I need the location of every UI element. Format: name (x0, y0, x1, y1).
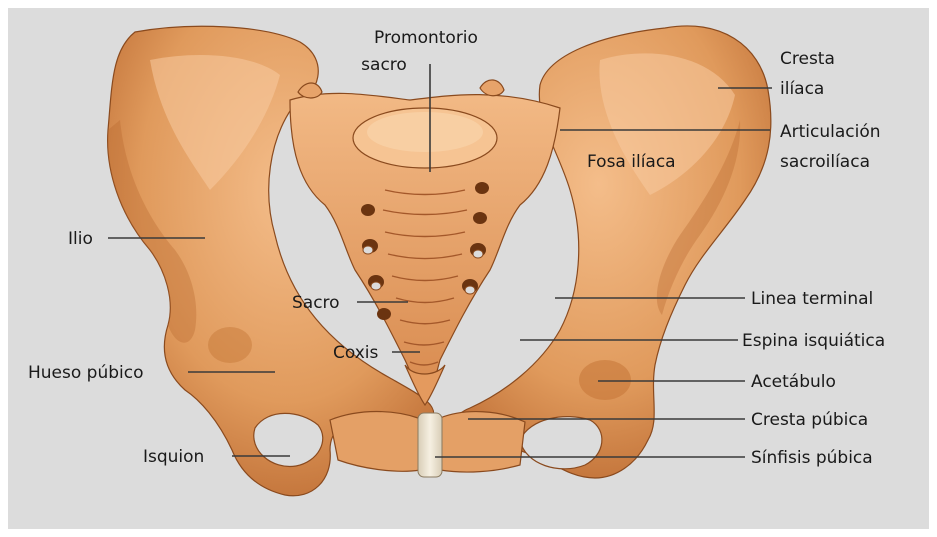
label-sacro: Sacro (292, 293, 340, 313)
label-cresta-pubica: Cresta púbica (751, 410, 868, 430)
label-promontorio-line2: sacro (361, 55, 407, 75)
label-linea-terminal: Linea terminal (751, 289, 873, 309)
label-isquion: Isquion (143, 447, 204, 467)
label-articulacion-line1: Articulación (780, 122, 881, 142)
left-pubic-body (330, 412, 420, 472)
label-cresta-iliaca-line1: Cresta (780, 49, 835, 69)
right-acetabulum-shadow (579, 360, 631, 400)
pubic-symphysis (330, 412, 525, 478)
right-superior-process (480, 80, 504, 96)
label-acetabulo: Acetábulo (751, 372, 836, 392)
label-ilio: Ilio (68, 229, 93, 249)
label-articulacion-line2: sacroilíaca (780, 152, 870, 172)
symphysis-cartilage (418, 413, 442, 477)
label-fosa-iliaca: Fosa ilíaca (587, 152, 676, 172)
left-acetabulum-shadow (208, 327, 252, 363)
sacral-promontory-highlight (367, 112, 483, 152)
label-espina-isquiatica: Espina isquiática (742, 331, 885, 351)
label-coxis: Coxis (333, 343, 379, 363)
label-sinfisis-pubica: Sínfisis púbica (751, 448, 873, 468)
label-promontorio-line1: Promontorio (374, 28, 478, 48)
label-hueso-pubico: Hueso púbico (28, 363, 144, 383)
label-cresta-iliaca-line2: ilíaca (780, 79, 824, 99)
right-pubic-body (440, 412, 525, 472)
